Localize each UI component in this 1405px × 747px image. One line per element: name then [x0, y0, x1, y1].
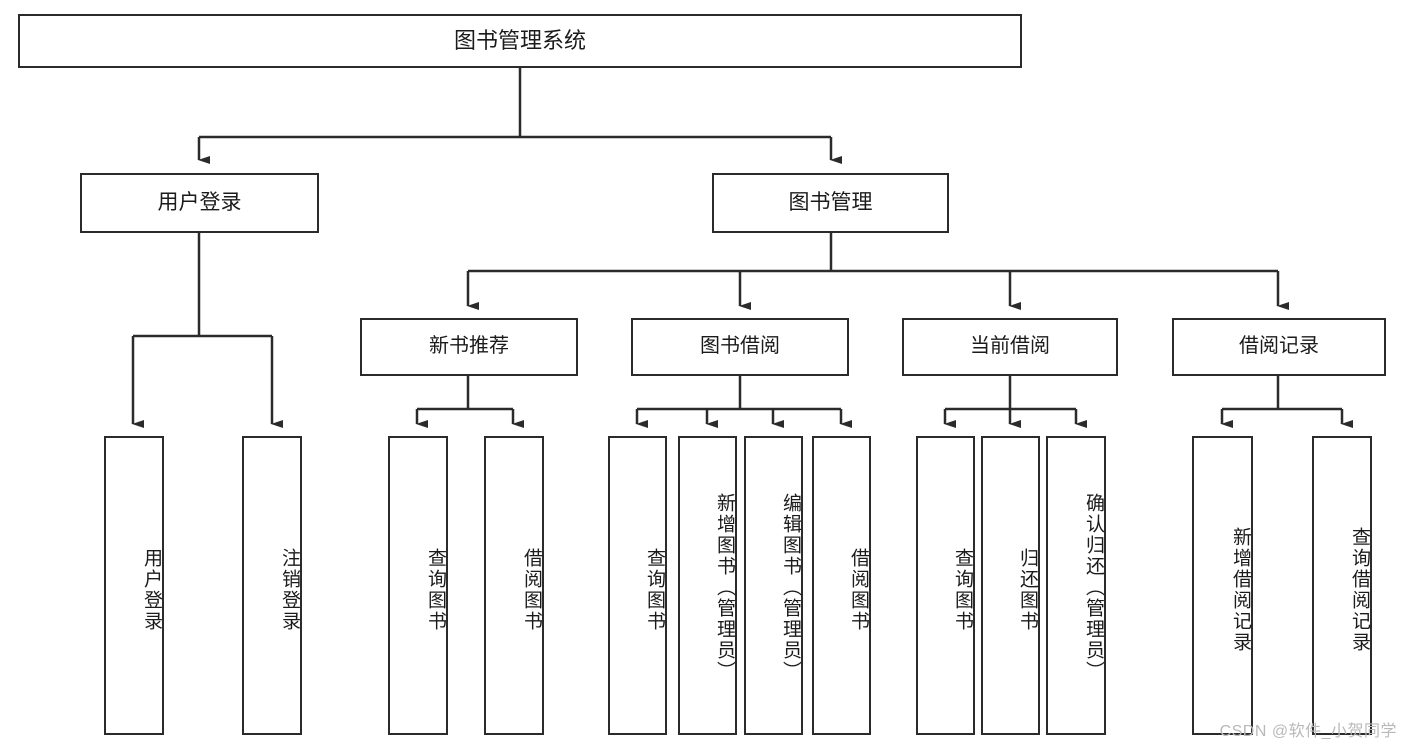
node-label: 借阅图书 [848, 547, 869, 632]
node-label: 新增借阅记录 [1230, 526, 1251, 653]
node-label: 借阅图书 [521, 547, 542, 632]
node-label: 借阅记录 [1239, 335, 1319, 358]
leaf-current-borrow-query-books[interactable]: 查询图书 [916, 436, 975, 735]
node-label: 新增图书（管理员） [714, 493, 735, 682]
node-label: 图书借阅 [700, 335, 780, 358]
node-label: 查询图书 [952, 547, 973, 632]
node-label: 归还图书 [1017, 547, 1038, 632]
leaf-book-borrow-query-books[interactable]: 查询图书 [608, 436, 667, 735]
leaf-new-book-query-books[interactable]: 查询图书 [388, 436, 448, 735]
node-label: 查询图书 [425, 547, 446, 632]
node-current-borrow[interactable]: 当前借阅 [902, 318, 1118, 376]
leaf-book-borrow-add-book-admin[interactable]: 新增图书（管理员） [678, 436, 737, 735]
node-book-management[interactable]: 图书管理 [712, 173, 949, 233]
node-label: 当前借阅 [970, 335, 1050, 358]
node-user-login[interactable]: 用户登录 [80, 173, 319, 233]
node-label: 编辑图书（管理员） [780, 493, 801, 682]
node-label: 查询借阅记录 [1349, 526, 1370, 653]
node-book-borrow[interactable]: 图书借阅 [631, 318, 849, 376]
leaf-user-login-logout[interactable]: 注销登录 [242, 436, 302, 735]
leaf-borrow-records-query-record[interactable]: 查询借阅记录 [1312, 436, 1372, 735]
leaf-book-borrow-borrow-books[interactable]: 借阅图书 [812, 436, 871, 735]
node-label: 新书推荐 [429, 335, 509, 358]
leaf-new-book-borrow-books[interactable]: 借阅图书 [484, 436, 544, 735]
leaf-user-login-login[interactable]: 用户登录 [104, 436, 164, 735]
leaf-borrow-records-add-record[interactable]: 新增借阅记录 [1192, 436, 1253, 735]
node-label: 用户登录 [141, 547, 162, 632]
node-label: 查询图书 [644, 547, 665, 632]
leaf-current-borrow-confirm-return-admin[interactable]: 确认归还（管理员） [1046, 436, 1106, 735]
node-label: 确认归还（管理员） [1083, 493, 1104, 682]
node-label: 用户登录 [157, 190, 242, 214]
node-label: 图书管理 [788, 190, 873, 214]
node-borrow-records[interactable]: 借阅记录 [1172, 318, 1386, 376]
watermark: CSDN @软件_小贺同学 [1219, 723, 1397, 740]
leaf-current-borrow-return-books[interactable]: 归还图书 [981, 436, 1040, 735]
node-label: 注销登录 [279, 547, 300, 632]
leaf-book-borrow-edit-book-admin[interactable]: 编辑图书（管理员） [744, 436, 803, 735]
node-label: 图书管理系统 [453, 28, 586, 54]
node-new-book-recommend[interactable]: 新书推荐 [360, 318, 578, 376]
node-root-book-management-system[interactable]: 图书管理系统 [18, 14, 1022, 68]
